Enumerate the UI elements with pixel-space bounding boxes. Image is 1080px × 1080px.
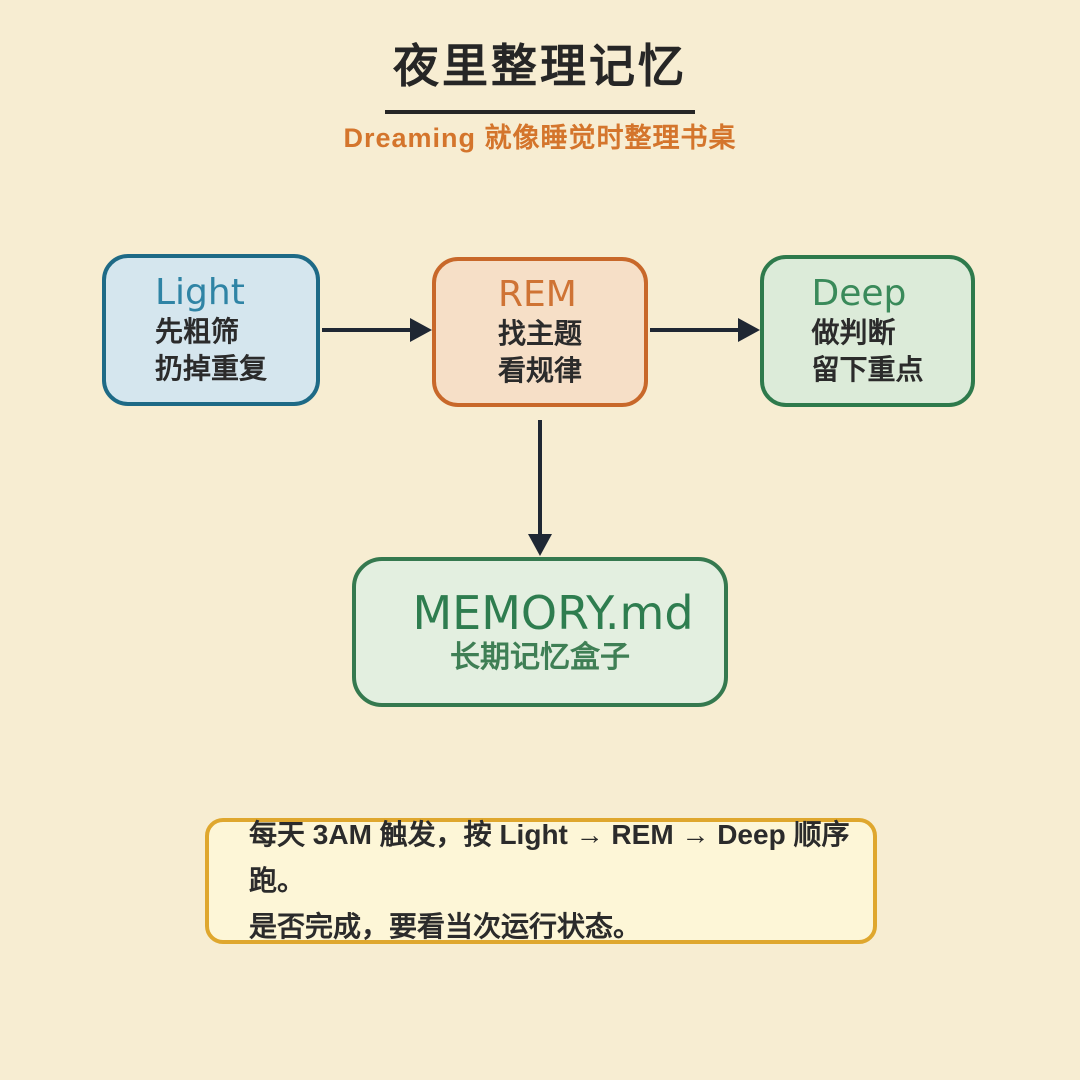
flow-node-light: Light 先粗筛 扔掉重复 — [102, 254, 320, 406]
flow-node-deep-line-1: 做判断 — [811, 317, 896, 348]
flow-node-light-label: Light — [154, 272, 245, 313]
note-line-1: 每天 3AM 触发，按 Light → REM → Deep 顺序跑。 — [249, 819, 850, 896]
flow-node-rem-line-2: 看规律 — [497, 355, 582, 386]
flow-node-deep-content: Deep 做判断 留下重点 — [811, 274, 923, 388]
flow-node-rem-line-1: 找主题 — [497, 318, 582, 349]
flow-node-deep-label: Deep — [811, 273, 907, 314]
page-subtitle: Dreaming 就像睡觉时整理书桌 — [343, 123, 737, 153]
flow-node-deep-line-2: 留下重点 — [811, 354, 924, 385]
arrow-light-to-rem-head-icon — [410, 318, 432, 342]
subheader: Dreaming 就像睡觉时整理书桌 — [0, 116, 1080, 155]
arrow-light-to-rem-line — [322, 328, 412, 332]
flow-node-rem: REM 找主题 看规律 — [432, 257, 648, 407]
flow-node-light-content: Light 先粗筛 扔掉重复 — [155, 273, 267, 387]
arrow-rem-to-deep-line — [650, 328, 740, 332]
flow-node-deep: Deep 做判断 留下重点 — [760, 255, 975, 407]
note-line-2: 是否完成，要看当次运行状态。 — [249, 911, 642, 942]
page-title: 夜里整理记忆 — [385, 30, 695, 114]
flow-node-memory-subtitle: 长期记忆盒子 — [450, 641, 630, 674]
flow-node-light-line-2: 扔掉重复 — [154, 353, 267, 384]
arrow-rem-to-memory-head-icon — [528, 534, 552, 556]
flow-node-memory-label: MEMORY.md — [412, 586, 694, 640]
header: 夜里整理记忆 — [0, 30, 1080, 114]
flow-node-rem-label: REM — [497, 274, 577, 315]
flow-node-memory: MEMORY.md 长期记忆盒子 — [352, 557, 728, 707]
note-box: 每天 3AM 触发，按 Light → REM → Deep 顺序跑。 是否完成… — [205, 818, 877, 944]
arrow-rem-to-deep-head-icon — [738, 318, 760, 342]
flow-node-rem-content: REM 找主题 看规律 — [498, 275, 582, 389]
flow-node-light-line-1: 先粗筛 — [154, 316, 239, 347]
arrow-rem-to-memory-line — [538, 420, 542, 536]
